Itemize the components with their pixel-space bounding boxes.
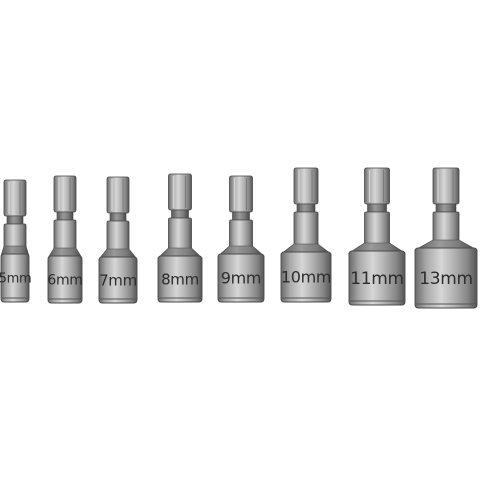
- ball-groove: [435, 203, 457, 213]
- nut-setter-bit: 10mm: [280, 167, 332, 303]
- magnetic-socket: [414, 247, 478, 309]
- magnetic-socket: [0, 253, 30, 303]
- size-engraving: 5mm: [0, 272, 31, 287]
- ball-groove: [56, 211, 74, 221]
- hex-shank: [53, 175, 77, 213]
- hex-shank: [229, 175, 253, 213]
- hex-shank: [106, 176, 130, 214]
- ball-groove: [6, 215, 24, 225]
- magnetic-socket: [47, 255, 83, 304]
- nut-setter-bit: 13mm: [413, 167, 479, 309]
- hex-shank: [293, 167, 319, 205]
- nut-setter-bit: 5mm: [0, 179, 32, 303]
- size-engraving: 8mm: [161, 270, 199, 288]
- ball-groove: [109, 212, 127, 222]
- nut-setter-bit: 8mm: [157, 173, 203, 303]
- nut-setter-bit: 7mm: [98, 176, 138, 304]
- size-engraving: 13mm: [419, 269, 473, 289]
- size-engraving: 9mm: [221, 269, 261, 288]
- magnetic-socket: [157, 255, 203, 303]
- hex-shank: [3, 179, 27, 217]
- size-engraving: 6mm: [47, 272, 82, 288]
- hex-shank: [364, 167, 390, 205]
- size-engraving: 7mm: [99, 271, 137, 289]
- magnetic-socket: [348, 250, 406, 306]
- magnetic-socket: [280, 251, 332, 303]
- size-engraving: 10mm: [281, 268, 331, 287]
- ball-groove: [171, 209, 189, 219]
- ball-groove: [296, 203, 316, 213]
- nut-setter-bit: 9mm: [217, 175, 265, 303]
- ball-groove: [232, 211, 250, 221]
- nut-setter-bit: 6mm: [47, 175, 83, 304]
- size-engraving: 11mm: [350, 269, 404, 289]
- magnetic-socket: [98, 256, 138, 304]
- hex-shank: [168, 173, 192, 211]
- magnetic-socket: [217, 253, 265, 303]
- ball-groove: [367, 203, 387, 213]
- nut-setter-bit: 11mm: [347, 167, 407, 306]
- hex-shank: [432, 167, 460, 205]
